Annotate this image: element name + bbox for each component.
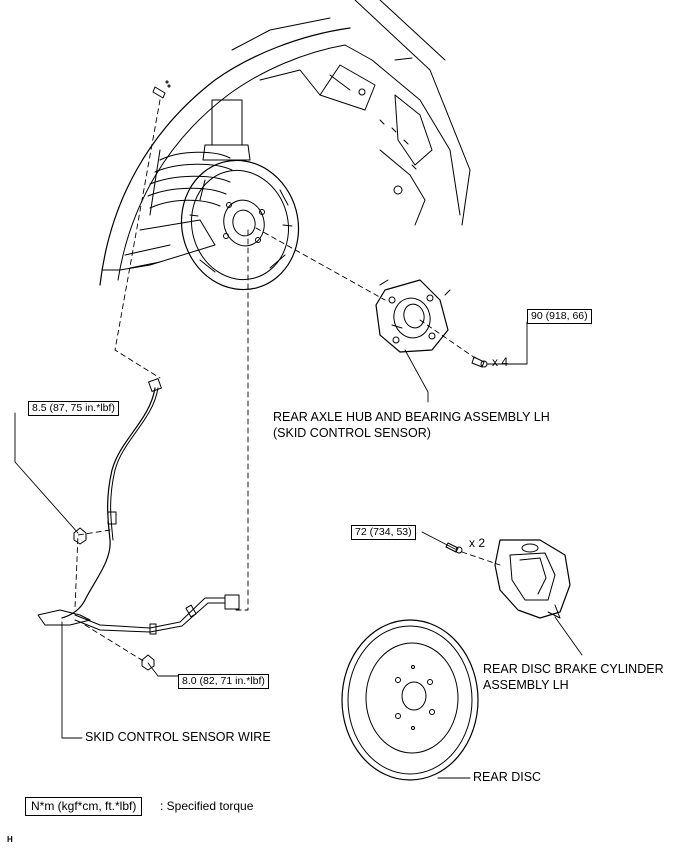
hub-label-line1: REAR AXLE HUB AND BEARING ASSEMBLY LH xyxy=(273,410,550,424)
caliper-bolt xyxy=(445,542,463,554)
assembly-dash-lines xyxy=(74,99,501,663)
fender-body xyxy=(99,0,471,286)
clip-top xyxy=(152,80,171,99)
torque-hub-bolt: 90 (918, 66) xyxy=(527,309,592,324)
suspension-strut xyxy=(119,99,251,271)
sensor-wire-harness xyxy=(37,378,240,635)
rear-disc-label: REAR DISC xyxy=(473,770,542,784)
caliper-label-line1: REAR DISC BRAKE CYLINDER xyxy=(483,662,664,676)
rear-disc xyxy=(341,619,479,781)
torque-wire-clamp-upper: 8.5 (87, 75 in.*lbf) xyxy=(28,401,119,416)
clamp-bolt-lower xyxy=(141,654,155,671)
figure-id: H xyxy=(7,835,13,844)
clamp-bolt-upper xyxy=(73,527,87,545)
legend-description: : Specified torque xyxy=(160,799,254,813)
torque-caliper-bolt: 72 (734, 53) xyxy=(351,525,416,540)
sensor-wire-label: SKID CONTROL SENSOR WIRE xyxy=(85,730,271,744)
hub-label-line2: (SKID CONTROL SENSOR) xyxy=(273,426,431,440)
leader-lines xyxy=(14,321,583,779)
backing-plate xyxy=(180,159,300,291)
qty-hub-bolt: x 4 xyxy=(492,355,509,369)
torque-wire-clamp-lower: 8.0 (82, 71 in.*lbf) xyxy=(178,674,269,689)
legend-unit-box: N*m (kgf*cm, ft.*lbf) xyxy=(25,797,143,816)
hub-bolt xyxy=(471,356,488,368)
caliper-label-line2: ASSEMBLY LH xyxy=(483,678,569,692)
qty-caliper-bolt: x 2 xyxy=(469,536,486,550)
brake-caliper xyxy=(494,539,571,619)
axle-hub xyxy=(375,279,451,353)
